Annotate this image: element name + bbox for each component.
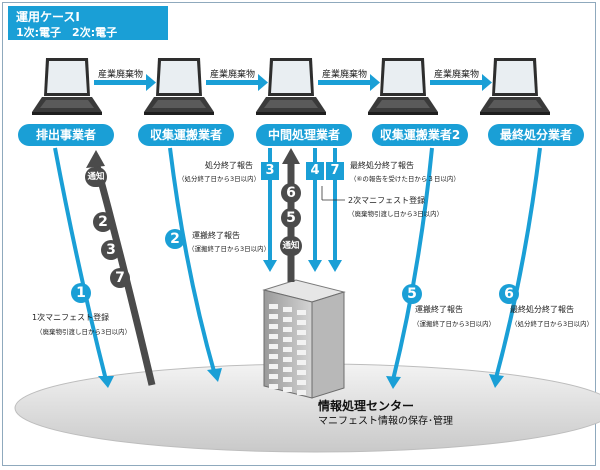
building-window bbox=[283, 357, 292, 362]
step-5-label: 運搬終了報告 bbox=[415, 305, 463, 314]
building-window bbox=[283, 317, 292, 322]
waste-label-1: 産業廃棄物 bbox=[98, 70, 144, 80]
step-4-badge: 4 bbox=[306, 162, 324, 180]
building-window bbox=[283, 337, 292, 342]
step-1-sub: （廃棄物引渡し日から3日以内） bbox=[36, 328, 132, 336]
waste-label-4: 産業廃棄物 bbox=[434, 70, 480, 80]
building-window bbox=[297, 370, 306, 375]
building-window bbox=[269, 384, 278, 389]
party-final-disposal: 最終処分業者 bbox=[488, 124, 584, 146]
waste-flow-arrows bbox=[94, 74, 492, 91]
blue-arrowheads bbox=[98, 260, 504, 389]
step-4-label: 2次マニフェスト登録 bbox=[348, 196, 426, 205]
step-3-label: 処分終了報告 bbox=[205, 161, 253, 170]
step-6-label: 最終処分終了報告 bbox=[510, 305, 574, 314]
step-2-sub: （運搬終了日から3日以内） bbox=[188, 245, 271, 253]
notify-badge-left: 通知 bbox=[85, 167, 107, 187]
party-collector: 収集運搬業者 bbox=[138, 124, 234, 146]
dark-num-5: 5 bbox=[281, 208, 301, 228]
dark-num-7: 7 bbox=[110, 268, 130, 288]
building-window bbox=[297, 330, 306, 335]
building-window bbox=[283, 327, 292, 332]
building-window bbox=[269, 354, 278, 359]
case-subtitle: 1次:電子 2次:電子 bbox=[16, 26, 118, 39]
dark-num-3: 3 bbox=[101, 240, 121, 260]
party-collector-2: 収集運搬業者2 bbox=[372, 124, 468, 146]
step-3-sub: （処分終了日から3日以内） bbox=[178, 175, 261, 183]
case-title: 運用ケースⅠ bbox=[16, 10, 80, 24]
laptop-icon bbox=[256, 58, 326, 115]
building-window bbox=[297, 320, 306, 325]
building-window bbox=[283, 377, 292, 382]
building-window bbox=[269, 344, 278, 349]
building-window bbox=[297, 340, 306, 345]
center-subtitle: マニフェスト情報の保存･管理 bbox=[318, 416, 453, 427]
building-window bbox=[269, 334, 278, 339]
step-7-sub: （⑥の報告を受けた日から３日以内） bbox=[350, 175, 460, 183]
building-window bbox=[269, 304, 278, 309]
step-4-sub: （廃棄物引渡し日から3日以内） bbox=[348, 210, 444, 218]
step-6-badge: 6 bbox=[499, 284, 519, 304]
building-window bbox=[283, 307, 292, 312]
building-window bbox=[269, 364, 278, 369]
building-window bbox=[283, 387, 292, 392]
party-emitter: 排出事業者 bbox=[18, 124, 114, 146]
step-7-badge: 7 bbox=[326, 162, 344, 180]
laptop-icon bbox=[144, 58, 214, 115]
building-window bbox=[297, 310, 306, 315]
step-5-badge: 5 bbox=[402, 284, 422, 304]
dark-num-2: 2 bbox=[93, 212, 113, 232]
step-5-sub: （運搬終了日から3日以内） bbox=[413, 320, 496, 328]
building-window bbox=[269, 374, 278, 379]
party-intermediate: 中間処理業者 bbox=[256, 124, 352, 146]
dark-arrowheads bbox=[86, 148, 300, 168]
building-window bbox=[297, 360, 306, 365]
notify-badge-middle: 通知 bbox=[280, 236, 302, 256]
step-2-badge: 2 bbox=[165, 229, 185, 249]
step-7-label: 最終処分終了報告 bbox=[350, 161, 414, 170]
building-window bbox=[297, 390, 306, 395]
building-window bbox=[297, 350, 306, 355]
step-1-label: 1次マニフェスト登録 bbox=[32, 313, 110, 322]
building-window bbox=[283, 347, 292, 352]
step-1-badge: 1 bbox=[71, 283, 91, 303]
waste-label-2: 産業廃棄物 bbox=[210, 70, 256, 80]
diagram-frame bbox=[2, 2, 596, 466]
building-window bbox=[283, 367, 292, 372]
building-window bbox=[269, 324, 278, 329]
building-window bbox=[269, 314, 278, 319]
waste-label-3: 産業廃棄物 bbox=[322, 70, 368, 80]
step-2-label: 運搬終了報告 bbox=[192, 231, 240, 240]
laptop-icon bbox=[32, 58, 102, 115]
blue-arrows bbox=[53, 147, 542, 381]
center-title: 情報処理センター bbox=[318, 399, 415, 413]
laptop-icon bbox=[480, 58, 550, 115]
dark-num-6: 6 bbox=[281, 183, 301, 203]
case-header: 運用ケースⅠ 1次:電子 2次:電子 bbox=[8, 6, 168, 40]
building-window bbox=[297, 380, 306, 385]
laptop-icon bbox=[368, 58, 438, 115]
server-building-icon bbox=[262, 279, 346, 399]
step-6-sub: （処分終了日から3日以内） bbox=[511, 320, 594, 328]
step-3-badge: 3 bbox=[261, 162, 279, 180]
